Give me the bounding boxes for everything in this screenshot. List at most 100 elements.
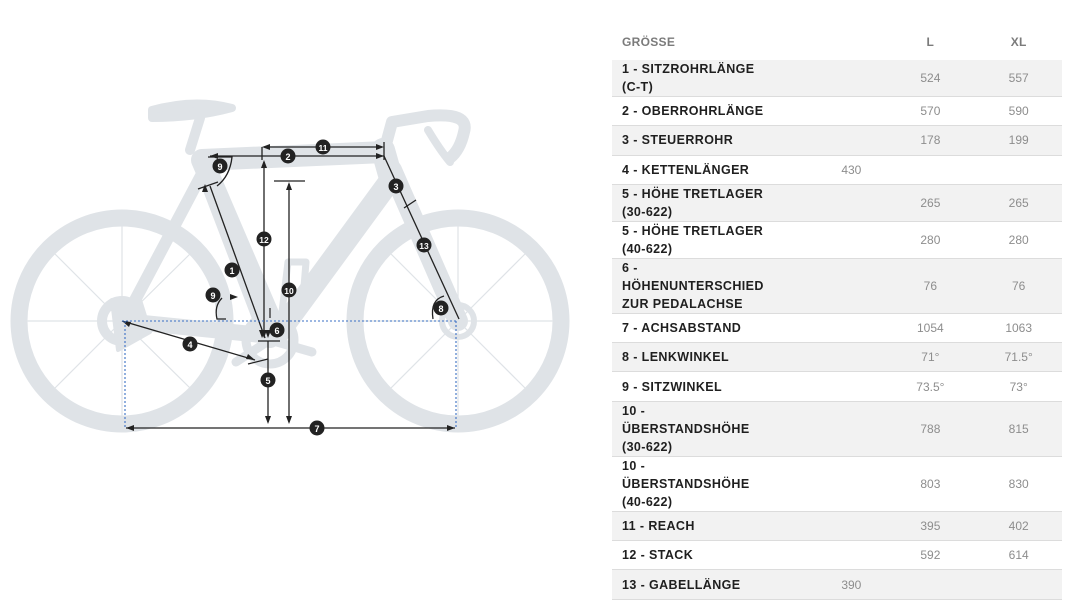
marker-2: 2: [280, 148, 296, 164]
marker-1: 1: [224, 262, 240, 278]
marker-11: 11: [315, 139, 331, 155]
row-value-xl: 402: [975, 511, 1062, 542]
header-size: GRÖSSE: [622, 35, 676, 49]
svg-text:4: 4: [187, 340, 192, 350]
row-label: 6 - HÖHENUNTERSCHIED ZUR PEDALACHSE: [612, 258, 764, 314]
marker-10: 10: [281, 282, 297, 298]
dotted-reference-lines: [122, 320, 458, 428]
svg-text:8: 8: [438, 304, 443, 314]
row-value-l: 280: [885, 221, 976, 259]
row-value-xl: 1063: [975, 313, 1062, 344]
row-value-l: 71°: [885, 342, 976, 373]
row-value-common: [763, 540, 886, 571]
row-value-common: [763, 125, 886, 156]
row-value-l: 395: [885, 511, 976, 542]
row-value-xl: 73°: [975, 371, 1062, 402]
row-value-l: 788: [885, 401, 976, 457]
rear-wheel: [10, 209, 234, 433]
row-label: 3 - STEUERROHR: [612, 125, 764, 156]
row-value-common: [763, 511, 886, 542]
row-label: 10 - ÜBERSTANDSHÖHE (30-622): [612, 401, 764, 457]
row-value-xl: [975, 569, 1062, 600]
marker-4: 4: [182, 336, 198, 352]
svg-text:1: 1: [229, 266, 234, 276]
row-value-l: 76: [885, 258, 976, 314]
svg-text:9: 9: [217, 162, 222, 172]
row-label: 5 - HÖHE TRETLAGER (30-622): [612, 184, 764, 222]
row-value-xl: 815: [975, 401, 1062, 457]
row-value-xl: [975, 155, 1062, 185]
measurement-lines: [121, 142, 460, 429]
marker-6: 6: [269, 322, 285, 338]
row-value-l: [885, 155, 976, 185]
row-value-xl: 265: [975, 184, 1062, 222]
bike-geometry-diagram: 1 2 3 4 5 6 7 8 9 9 10 11 12 13: [10, 99, 570, 436]
row-value-l: 524: [885, 60, 976, 97]
svg-text:6: 6: [274, 326, 279, 336]
marker-12: 12: [256, 231, 272, 247]
row-value-xl: 614: [975, 540, 1062, 571]
row-label: 1 - SITZROHRLÄNGE (C-T): [612, 60, 764, 97]
row-value-common: 390: [763, 569, 886, 600]
row-value-xl: 280: [975, 221, 1062, 259]
marker-5: 5: [260, 372, 276, 388]
row-label: 4 - KETTENLÄNGER: [612, 155, 764, 185]
row-value-common: [763, 96, 886, 127]
marker-13: 13: [416, 237, 432, 253]
arrowheads: [122, 144, 455, 431]
svg-text:9: 9: [210, 291, 215, 301]
row-value-l: 178: [885, 125, 976, 156]
svg-text:13: 13: [419, 241, 429, 251]
svg-text:5: 5: [265, 376, 270, 386]
marker-9-lower: 9: [205, 287, 221, 303]
row-value-l: 73.5°: [885, 371, 976, 402]
table-row: 9 - SITZWINKEL 73.5°73°: [612, 371, 1062, 402]
row-value-common: [763, 456, 886, 512]
row-label: 5 - HÖHE TRETLAGER (40-622): [612, 221, 764, 259]
row-value-xl: 590: [975, 96, 1062, 127]
row-value-common: [763, 258, 886, 314]
svg-text:12: 12: [259, 235, 269, 245]
row-label: 2 - OBERROHRLÄNGE: [612, 96, 764, 127]
row-value-common: 430: [763, 155, 886, 185]
svg-text:7: 7: [314, 424, 319, 434]
row-value-common: [763, 371, 886, 402]
svg-text:10: 10: [284, 286, 294, 296]
marker-8: 8: [433, 300, 449, 316]
row-label: 13 - GABELLÄNGE: [612, 569, 764, 600]
row-label: 11 - REACH: [612, 511, 764, 542]
row-label: 9 - SITZWINKEL: [612, 371, 764, 402]
row-value-xl: 830: [975, 456, 1062, 512]
row-value-xl: 557: [975, 60, 1062, 97]
header-common: [764, 24, 886, 60]
row-value-xl: 76: [975, 258, 1062, 314]
row-value-l: [885, 569, 976, 600]
row-value-common: [763, 184, 886, 222]
header-size-xl: XL: [1010, 35, 1027, 49]
bike-silhouette: [10, 99, 570, 433]
row-value-common: [763, 221, 886, 259]
row-value-l: 265: [885, 184, 976, 222]
svg-text:2: 2: [285, 152, 290, 162]
row-value-l: 592: [885, 540, 976, 571]
row-value-xl: 199: [975, 125, 1062, 156]
row-value-common: [763, 313, 886, 344]
row-value-l: 1054: [885, 313, 976, 344]
marker-9-upper: 9: [212, 158, 228, 174]
row-label: 7 - ACHSABSTAND: [612, 313, 764, 344]
